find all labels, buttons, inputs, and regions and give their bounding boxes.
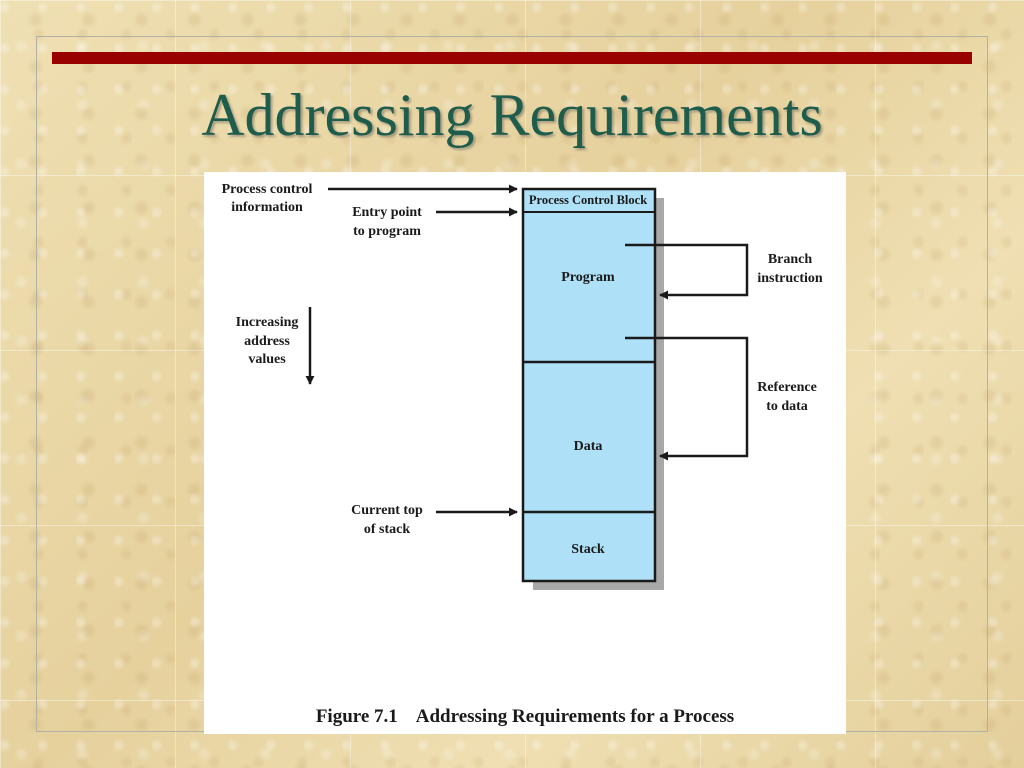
process-control-label-line2: information bbox=[231, 200, 303, 215]
title-accent-bar bbox=[52, 52, 972, 64]
process-control-label-line1: Process control bbox=[222, 182, 313, 197]
branch-label-line2: instruction bbox=[757, 271, 823, 286]
slide-title: Addressing Requirements bbox=[201, 82, 823, 148]
memory-column bbox=[521, 187, 657, 583]
reference-to-data-arrow bbox=[625, 336, 749, 461]
figure-panel: Process Control Block Program Data Stack… bbox=[204, 172, 846, 734]
current-top-label-line1: Current top bbox=[351, 503, 423, 518]
increasing-label-line2: address bbox=[244, 334, 290, 349]
increasing-label-line3: values bbox=[248, 352, 286, 367]
reference-label-line1: Reference bbox=[757, 380, 817, 395]
current-top-label-line2: of stack bbox=[364, 522, 410, 537]
entry-point-label-line1: Entry point bbox=[352, 205, 422, 220]
caption-number: Figure 7.1 bbox=[315, 706, 398, 727]
stack-label: Stack bbox=[571, 542, 605, 557]
memory-layout-diagram: Process Control Block Program Data Stack… bbox=[222, 182, 823, 590]
branch-instruction-arrow bbox=[625, 243, 749, 300]
increasing-label-line1: Increasing bbox=[236, 315, 299, 330]
pcb-label: Process Control Block bbox=[529, 193, 647, 207]
data-label: Data bbox=[574, 439, 603, 454]
branch-label-line1: Branch bbox=[768, 252, 813, 267]
figure-caption: Figure 7.1 Addressing Requirements for a… bbox=[204, 706, 846, 728]
entry-point-label-line2: to program bbox=[353, 224, 421, 239]
caption-text: Addressing Requirements for a Process bbox=[415, 706, 735, 727]
reference-label-line2: to data bbox=[766, 399, 808, 414]
program-label: Program bbox=[561, 270, 615, 285]
